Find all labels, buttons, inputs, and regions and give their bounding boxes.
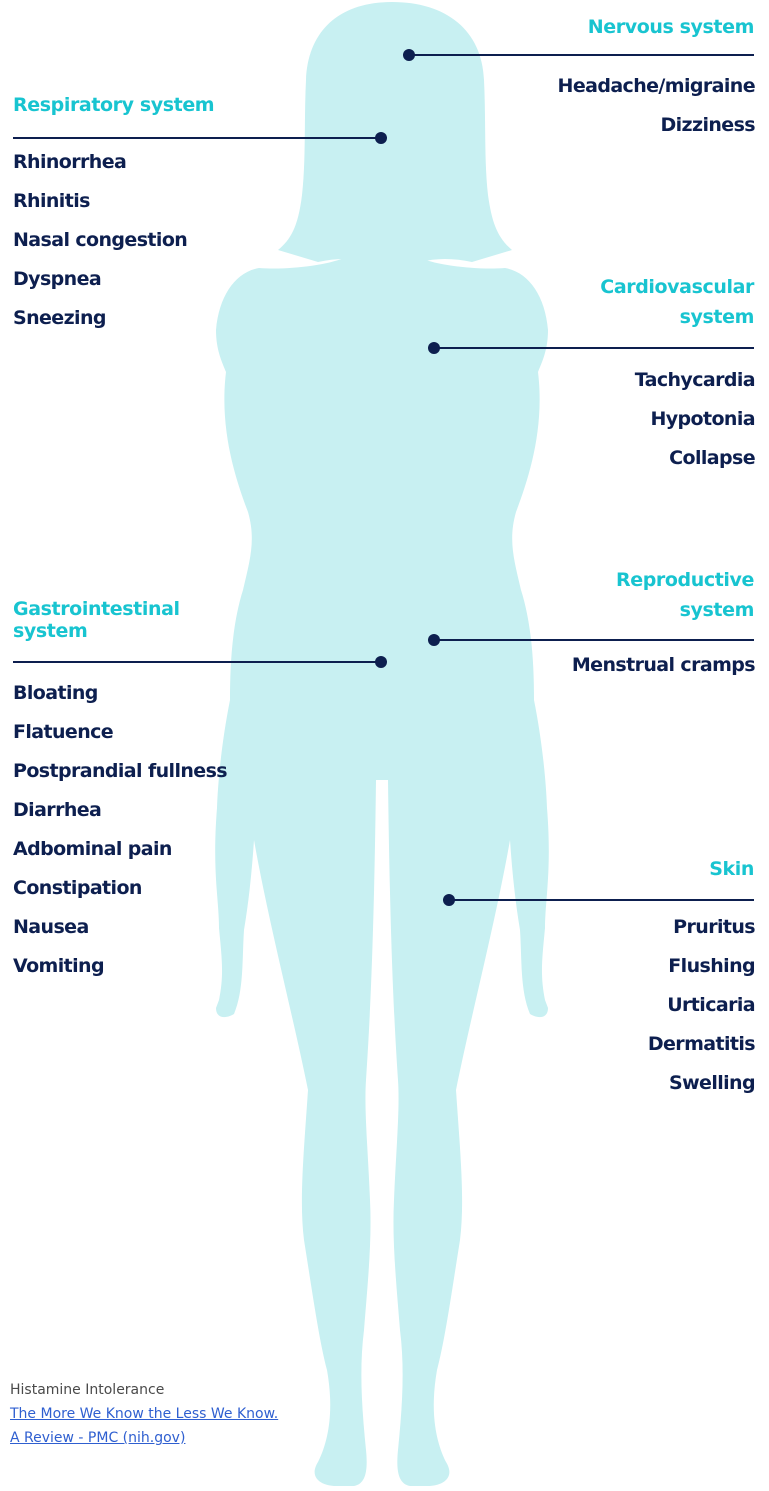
torso-legs-shape	[215, 249, 549, 1487]
cardiovascular-connector-dot	[428, 342, 440, 354]
symptom-sneezing: Sneezing	[13, 299, 187, 338]
cardiovascular-connector-line	[434, 347, 754, 349]
symptom-headache: Headache/migraine	[558, 67, 755, 106]
symptom-bloating: Bloating	[13, 674, 227, 713]
reproductive-connector-line	[434, 639, 754, 641]
skin-heading: Skin	[709, 858, 754, 880]
source-link-line2[interactable]: A Review - PMC (nih.gov)	[10, 1426, 278, 1450]
symptom-flatuence: Flatuence	[13, 713, 227, 752]
symptom-constipation: Constipation	[13, 869, 227, 908]
skin-connector-dot	[443, 894, 455, 906]
symptom-swelling: Swelling	[648, 1064, 755, 1103]
symptom-urticaria: Urticaria	[648, 986, 755, 1025]
gastrointestinal-connector-line	[13, 661, 381, 663]
symptom-postprandial-fullness: Postprandial fullness	[13, 752, 227, 791]
nervous-symptom-list: Headache/migraine Dizziness	[558, 67, 755, 145]
respiratory-connector-dot	[375, 132, 387, 144]
symptom-pruritus: Pruritus	[648, 908, 755, 947]
respiratory-system-heading: Respiratory system	[13, 94, 214, 116]
source-link-line1[interactable]: The More We Know the Less We Know.	[10, 1402, 278, 1426]
nervous-system-heading: Nervous system	[588, 16, 754, 38]
respiratory-connector-line	[13, 137, 381, 139]
gastrointestinal-symptom-list: Bloating Flatuence Postprandial fullness…	[13, 674, 227, 986]
symptom-flushing: Flushing	[648, 947, 755, 986]
symptom-rhinorrhea: Rhinorrhea	[13, 143, 187, 182]
symptom-nausea: Nausea	[13, 908, 227, 947]
symptom-abdominal-pain: Adbominal pain	[13, 830, 227, 869]
skin-connector-line	[449, 899, 754, 901]
symptom-menstrual-cramps: Menstrual cramps	[572, 646, 755, 685]
gastrointestinal-heading-line2: system	[13, 620, 180, 642]
reproductive-symptom-list: Menstrual cramps	[572, 646, 755, 685]
symptom-dermatitis: Dermatitis	[648, 1025, 755, 1064]
cardiovascular-system-heading: Cardiovascular system	[600, 276, 754, 328]
reproductive-connector-dot	[428, 634, 440, 646]
cardiovascular-heading-line1: Cardiovascular	[600, 276, 754, 298]
reproductive-system-heading: Reproductive system	[616, 569, 754, 621]
source-citation: Histamine Intolerance The More We Know t…	[10, 1378, 278, 1450]
reproductive-heading-line2: system	[616, 599, 754, 621]
nervous-connector-dot	[403, 49, 415, 61]
symptom-nasal-congestion: Nasal congestion	[13, 221, 187, 260]
symptom-hypotonia: Hypotonia	[635, 400, 755, 439]
gastrointestinal-heading-line1: Gastrointestinal	[13, 598, 180, 620]
skin-symptom-list: Pruritus Flushing Urticaria Dermatitis S…	[648, 908, 755, 1103]
head-hair-shape	[278, 2, 512, 262]
reproductive-heading-line1: Reproductive	[616, 569, 754, 591]
symptom-tachycardia: Tachycardia	[635, 361, 755, 400]
respiratory-symptom-list: Rhinorrhea Rhinitis Nasal congestion Dys…	[13, 143, 187, 338]
gastrointestinal-system-heading: Gastrointestinal system	[13, 598, 180, 642]
cardiovascular-symptom-list: Tachycardia Hypotonia Collapse	[635, 361, 755, 478]
symptom-dizziness: Dizziness	[558, 106, 755, 145]
symptom-vomiting: Vomiting	[13, 947, 227, 986]
symptom-diarrhea: Diarrhea	[13, 791, 227, 830]
cardiovascular-heading-line2: system	[600, 306, 754, 328]
symptom-dyspnea: Dyspnea	[13, 260, 187, 299]
body-shape	[215, 2, 549, 1486]
nervous-connector-line	[409, 54, 754, 56]
symptom-collapse: Collapse	[635, 439, 755, 478]
gastrointestinal-connector-dot	[375, 656, 387, 668]
source-title: Histamine Intolerance	[10, 1378, 278, 1402]
symptom-rhinitis: Rhinitis	[13, 182, 187, 221]
